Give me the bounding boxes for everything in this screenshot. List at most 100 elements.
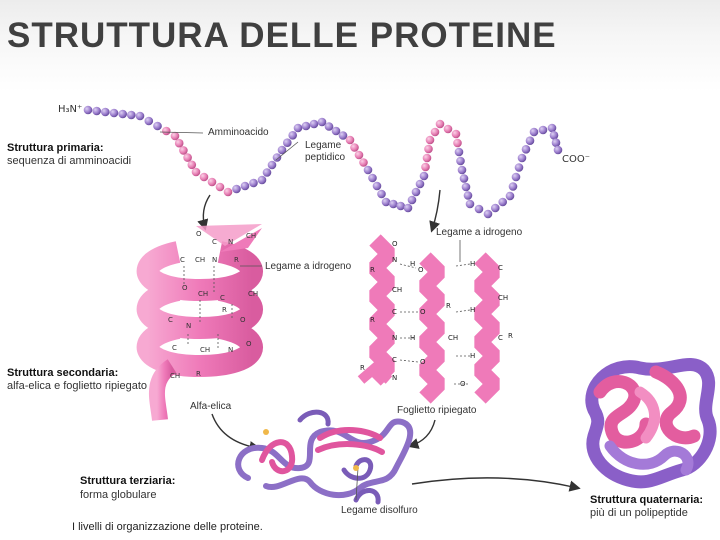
svg-text:O: O <box>196 230 202 238</box>
figure-caption: I livelli di organizzazione delle protei… <box>72 521 263 533</box>
amino-acid-bead <box>118 109 127 119</box>
arrow-to-sheet <box>429 189 441 233</box>
svg-text:CH: CH <box>248 290 258 298</box>
amino-acid-bead <box>521 145 531 154</box>
page-title: STRUTTURA DELLE PROTEINE <box>7 16 557 55</box>
amino-acid-bead <box>424 144 433 154</box>
coo-label: COO⁻ <box>562 154 591 165</box>
disulfide-dot <box>353 465 359 471</box>
amino-acid-bead <box>508 182 518 191</box>
amino-acid-bead <box>553 145 563 155</box>
amino-acid-bead <box>83 105 93 115</box>
amino-acid-bead <box>525 136 535 145</box>
svg-text:CH: CH <box>198 290 208 298</box>
amino-acid-bead <box>430 127 440 137</box>
amino-acid-bead <box>511 172 521 182</box>
disolfuro-label: Legame disolfuro <box>341 505 418 516</box>
svg-text:R: R <box>446 302 451 310</box>
quaternaria-desc: più di un polipeptide <box>590 507 688 519</box>
quaternary-structure <box>585 358 717 489</box>
svg-text:R: R <box>508 332 513 340</box>
amminoacido-pointer <box>159 131 204 134</box>
svg-text:C: C <box>392 308 397 316</box>
terziaria-desc: forma globulare <box>80 489 157 501</box>
amino-acid-bead <box>262 168 272 177</box>
alpha-helix <box>136 224 263 421</box>
svg-text:H: H <box>470 260 475 268</box>
svg-text:C: C <box>172 344 177 352</box>
amino-acid-bead <box>109 108 119 118</box>
amino-acid-bead <box>459 174 469 183</box>
amino-acid-bead <box>135 111 145 121</box>
amino-acid-bead <box>498 197 508 207</box>
svg-text:CH: CH <box>246 232 256 240</box>
amino-acid-bead <box>381 197 391 207</box>
amino-acid-bead <box>170 131 180 141</box>
alfa-elica-label: Alfa-elica <box>190 401 232 412</box>
amino-acid-bead <box>457 165 467 175</box>
amino-acid-bead <box>461 182 471 192</box>
amino-acid-bead <box>338 131 348 140</box>
svg-text:N: N <box>392 256 397 264</box>
svg-text:R: R <box>234 256 239 264</box>
svg-text:N: N <box>212 256 217 264</box>
amino-acid-bead <box>232 184 241 194</box>
disulfide-dot <box>263 429 269 435</box>
secondaria-desc: alfa-elica e foglietto ripiegato <box>7 380 148 392</box>
amino-acid-chain <box>83 105 563 219</box>
svg-text:C: C <box>180 256 185 264</box>
amino-acid-bead <box>491 203 500 213</box>
svg-text:R: R <box>196 370 201 378</box>
amino-acid-bead <box>372 181 382 191</box>
amino-acid-bead <box>421 162 430 172</box>
arrow-to-quaternary <box>411 477 581 492</box>
amino-acid-bead <box>277 145 287 155</box>
amino-acid-bead <box>199 172 209 182</box>
amino-acid-bead <box>407 195 417 205</box>
amino-acid-bead <box>551 138 561 147</box>
amino-acid-bead <box>425 135 435 145</box>
svg-text:N: N <box>392 374 397 382</box>
svg-text:C: C <box>498 334 503 342</box>
amino-acid-bead <box>191 167 201 177</box>
amino-acid-bead <box>288 131 298 140</box>
svg-text:O: O <box>420 358 426 366</box>
amino-acid-bead <box>465 199 475 209</box>
svg-text:CH: CH <box>170 372 180 380</box>
amino-acid-bead <box>389 199 398 209</box>
svg-text:O: O <box>246 340 252 348</box>
amino-acid-bead <box>354 150 364 160</box>
svg-text:H: H <box>470 352 475 360</box>
amino-acid-bead <box>422 153 432 163</box>
amino-acid-bead <box>415 179 425 189</box>
amino-acid-bead <box>443 124 453 134</box>
svg-text:N: N <box>228 346 233 354</box>
svg-text:R: R <box>222 306 227 314</box>
foglietto-label: Foglietto ripiegato <box>397 405 477 416</box>
amino-acid-bead <box>331 126 341 136</box>
amino-acid-bead <box>127 110 136 120</box>
amino-acid-bead <box>517 153 527 163</box>
amino-acid-bead <box>474 204 484 214</box>
amino-acid-bead <box>454 147 464 157</box>
svg-text:CH: CH <box>448 334 458 342</box>
amino-acid-bead <box>301 121 311 131</box>
amino-acid-bead <box>309 119 319 129</box>
amino-acid-bead <box>456 156 465 166</box>
amino-acid-bead <box>293 123 303 133</box>
svg-text:CH: CH <box>195 256 205 264</box>
amino-acid-bead <box>317 117 327 127</box>
svg-text:O: O <box>420 308 426 316</box>
amino-acid-bead <box>396 201 406 211</box>
amino-acid-bead <box>207 177 217 187</box>
amino-acid-bead <box>215 182 225 192</box>
amino-acid-bead <box>179 146 188 155</box>
amino-acid-bead <box>411 187 421 197</box>
quaternaria-title: Struttura quaternaria: <box>590 494 704 506</box>
amino-acid-bead <box>403 203 413 213</box>
beta-sheet <box>357 234 500 404</box>
title-band <box>0 0 720 92</box>
primaria-desc: sequenza di amminoacidi <box>7 155 132 167</box>
amino-acid-bead <box>483 209 493 219</box>
